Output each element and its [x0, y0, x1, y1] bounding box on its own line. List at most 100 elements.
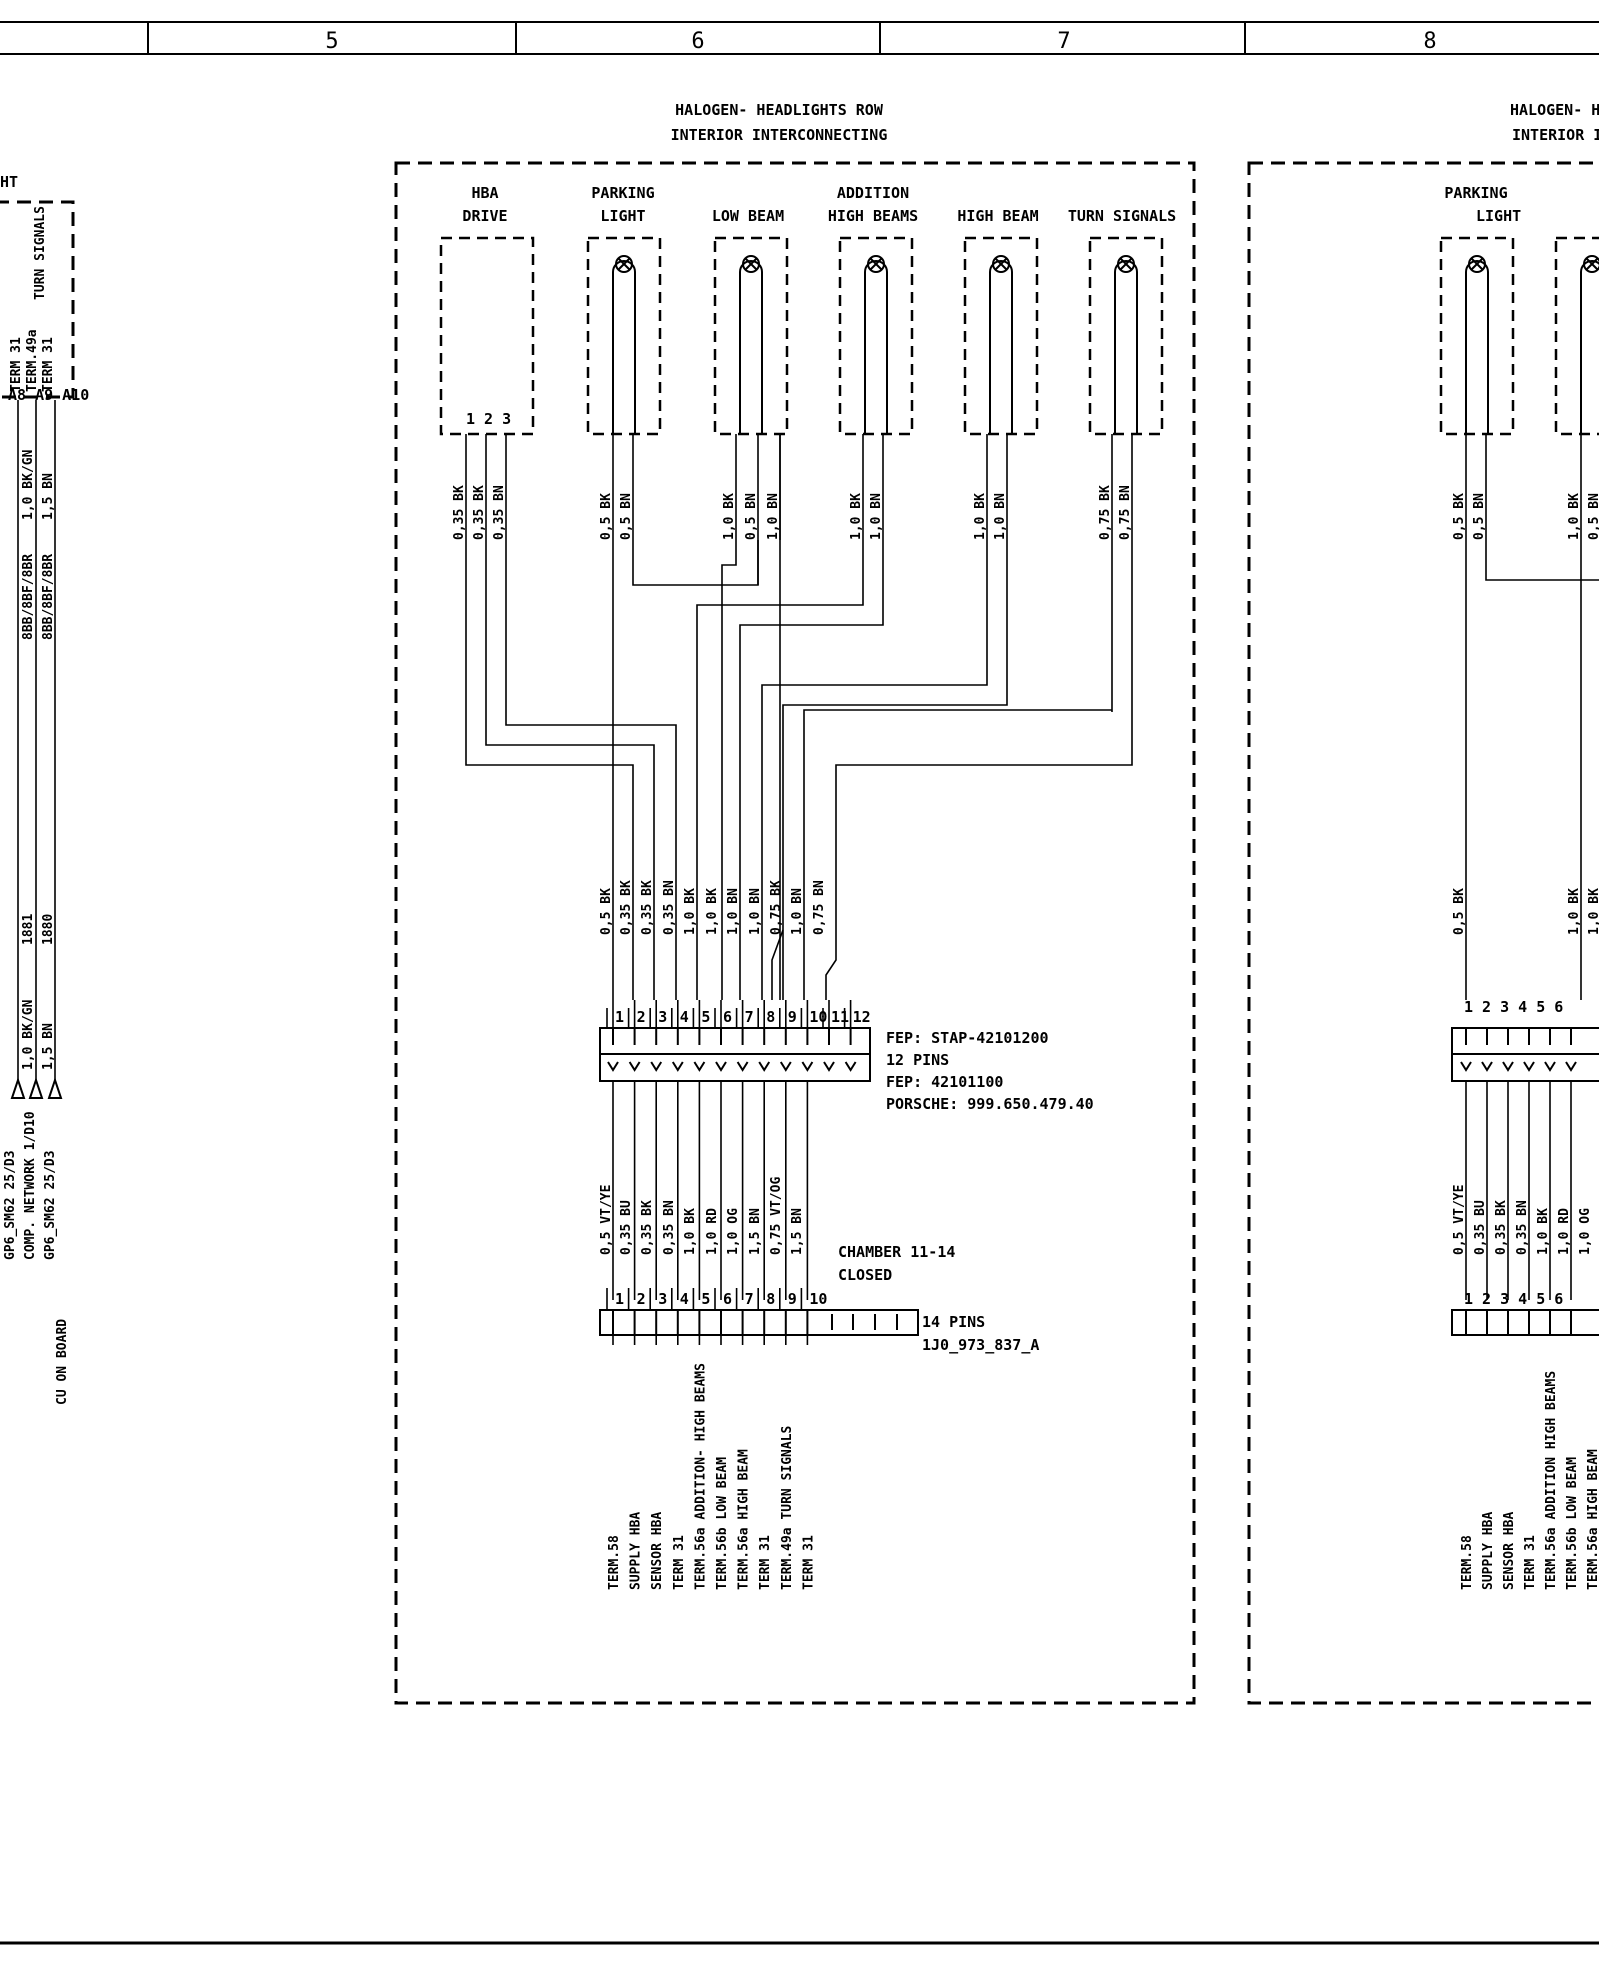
connector1-socket-icon: [671, 1061, 684, 1072]
hba-pin-numbers: 1 2 3: [466, 410, 511, 428]
connector1-pin-number: 6: [723, 1008, 732, 1026]
lower-wire-color: 1,5 BN: [748, 1208, 763, 1255]
mid-wire-color: 1,0 BN: [748, 888, 763, 935]
lower-wire-color: 0,35 BN: [662, 1200, 677, 1255]
lamp-icon-cross: [1119, 257, 1133, 271]
right-upper-wire-color: 0,5 BK: [1452, 493, 1467, 540]
connector1-pin-number: 4: [680, 1008, 689, 1026]
lamp-icon-cross: [994, 257, 1008, 271]
connector1-pin-number: 2: [637, 1008, 646, 1026]
right-title-line2: INTERIOR I: [1512, 126, 1599, 144]
right-connector1-socket-icon: [1544, 1061, 1556, 1072]
route-low-bk: [721, 540, 737, 1000]
left-terminal-icon: [47, 1076, 63, 1099]
left-wire-color: 1,0 BK/GN: [21, 449, 36, 520]
right-connector2-pins: 1 2 3 4 5 6: [1464, 1290, 1563, 1308]
lamp-lead-top: [1465, 260, 1489, 273]
route-park-bn: [632, 540, 759, 586]
main-title-line1: HALOGEN- HEADLIGHTS ROW: [675, 101, 884, 119]
right-upper-wire-color: 0,5 BN: [1587, 493, 1599, 540]
connector2-spec-line: 1J0_973_837_A: [922, 1336, 1039, 1354]
connector1-socket-icon: [715, 1061, 727, 1072]
route-hb-bn: [782, 540, 1008, 1000]
upper-wire-color: 0,5 BN: [744, 493, 759, 540]
right-connector1-socket-icon: [1481, 1061, 1493, 1072]
mid-wire-color: 1,0 BN: [790, 888, 805, 935]
connector1-pin-number: 3: [658, 1008, 667, 1026]
left-pin-label: TERM 31: [41, 337, 56, 392]
right-component-box: [1247, 161, 1599, 1705]
component-outline-2: [713, 236, 789, 436]
component-label-line1: ADDITION: [837, 184, 909, 202]
connector1-pin-number: 5: [701, 1008, 710, 1026]
mid-wire-color: 0,35 BK: [619, 880, 634, 935]
function-label: TERM.58: [607, 1535, 622, 1590]
upper-wire-color: 0,35 BK: [472, 485, 487, 540]
route-merge: [771, 929, 784, 1000]
connector1-pin-number: 8: [766, 1008, 775, 1026]
left-wire-number: 1880: [41, 914, 56, 945]
connector1-pin-number: 7: [745, 1008, 754, 1026]
function-label: SENSOR HBA: [650, 1512, 665, 1590]
component-outline-5: [1088, 236, 1164, 436]
connector1-socket-icon: [607, 1061, 619, 1072]
right-function-label: SUPPLY HBA: [1481, 1512, 1496, 1590]
route-hba3: [505, 540, 677, 1000]
right-connector1-socket-icon: [1460, 1061, 1472, 1072]
connector1-socket-icon: [693, 1061, 706, 1072]
mid-wire-color: 1,0 BK: [705, 888, 720, 935]
right-function-label: SENSOR HBA: [1502, 1512, 1517, 1590]
connector1-socket-icon: [736, 1061, 749, 1072]
right-upper-wire-color: 1,0 BK: [1567, 493, 1582, 540]
connector1-pin-number: 1: [615, 1008, 624, 1026]
zone-number-7: 7: [1057, 29, 1070, 54]
component-label-line2: HIGH BEAMS: [828, 207, 918, 225]
upper-wire-color: 1,0 BN: [766, 493, 781, 540]
right-connector1-socket-icon: [1565, 1061, 1577, 1072]
upper-wire-color: 1,0 BN: [993, 493, 1008, 540]
route-ts-bn: [825, 540, 1133, 1000]
mid-wire-color: 0,75 BN: [812, 880, 827, 935]
upper-wire-color: 0,35 BN: [492, 485, 507, 540]
left-wire-color: 1,5 BN: [41, 473, 56, 520]
right-mid-wire-color: 1,0 BK: [1567, 888, 1582, 935]
right-lower-wire-color: 0,35 BU: [1473, 1200, 1488, 1255]
connector2-pin-number: 3: [658, 1290, 667, 1308]
upper-wire-color: 0,75 BN: [1118, 485, 1133, 540]
lamp-lead-top: [612, 260, 636, 273]
connector2-pin-number: 10: [809, 1290, 827, 1308]
right-mid-wire-color: 0,5 BK: [1452, 888, 1467, 935]
right-function-label: TERM 31: [1523, 1535, 1538, 1590]
main-title-line2: INTERIOR INTERCONNECTING: [671, 126, 888, 144]
mid-wire-color: 0,75 BK: [769, 880, 784, 935]
left-terminal-icon: [10, 1076, 26, 1099]
right-function-label: TERM.56a HIGH BEAM: [1586, 1449, 1599, 1590]
route-hba1: [465, 540, 634, 1000]
zone-number-6: 6: [691, 29, 704, 54]
connector1-spec-line: FEP: 42101100: [886, 1073, 1003, 1091]
mid-wire-color: 0,35 BK: [640, 880, 655, 935]
connector2-pin-number: 2: [637, 1290, 646, 1308]
right-upper-wire-color: 0,5 BN: [1472, 493, 1487, 540]
upper-wire-color: 0,5 BK: [599, 493, 614, 540]
component-outline-1: [586, 236, 662, 436]
lower-wire-color: 0,35 BK: [640, 1200, 655, 1255]
route-ts-bk: [803, 540, 1113, 1000]
upper-wire-color: 0,5 BN: [619, 493, 634, 540]
mid-wire-color: 0,5 BK: [599, 888, 614, 935]
main-component-box: [394, 161, 1196, 1705]
connector1-socket-icon: [801, 1061, 814, 1072]
left-top-label: HT: [0, 173, 18, 191]
upper-wire-color: 0,35 BK: [452, 485, 467, 540]
right-mid-wire-color: 1,0 BK: [1587, 888, 1599, 935]
right-connector-14pin-body: [1451, 1309, 1599, 1336]
component-label-line2: DRIVE: [462, 207, 507, 225]
upper-wire-color: 1,0 BK: [722, 493, 737, 540]
right-lower-wire-color: 1,0 BK: [1536, 1208, 1551, 1255]
left-pin-label: TERM.49a: [25, 329, 40, 392]
function-label: TERM.56a HIGH BEAM: [737, 1449, 752, 1590]
connector1-socket-icon: [628, 1061, 641, 1072]
component-label-line1: HBA: [471, 184, 498, 202]
connector1-pin-number: 9: [788, 1008, 797, 1026]
right-title-line1: HALOGEN- HE: [1510, 101, 1599, 119]
